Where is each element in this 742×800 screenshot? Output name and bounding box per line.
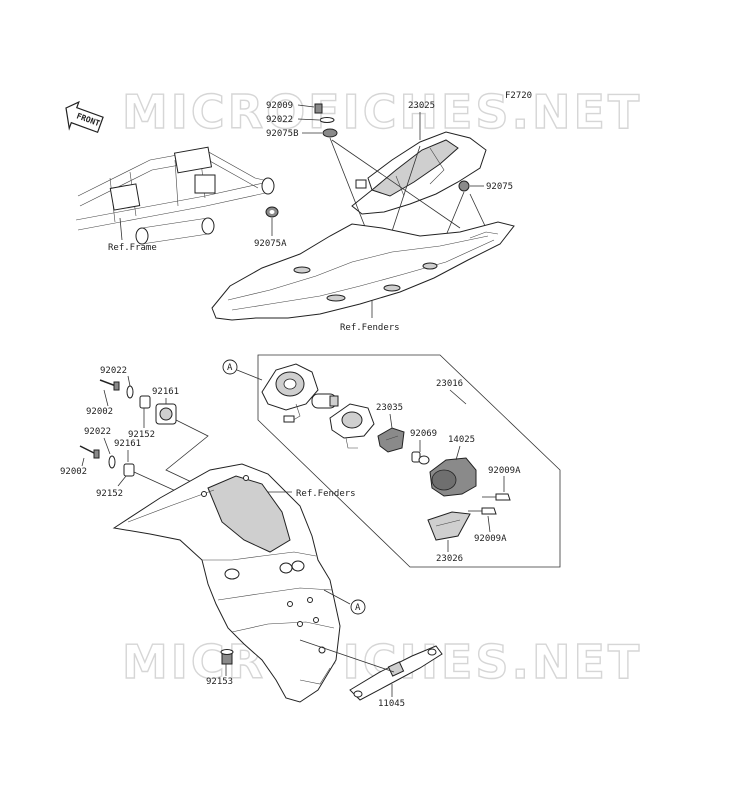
part-92022-b: 92022	[84, 427, 111, 437]
washer-92022-b	[108, 455, 116, 469]
part-92161-b: 92161	[114, 439, 141, 449]
part-92009: 92009	[266, 101, 293, 111]
bulb	[311, 393, 339, 409]
bolt-92009	[314, 103, 323, 114]
bolt-92002-b	[79, 445, 100, 459]
ref-fenders-top-label: Ref.Fenders	[340, 323, 400, 333]
figure-code: F2720	[505, 91, 532, 101]
part-92075: 92075	[486, 182, 513, 192]
bulb-92069	[411, 451, 430, 465]
part-92002-b: 92002	[60, 467, 87, 477]
screw-92153	[220, 649, 234, 665]
svg-text:A: A	[355, 603, 361, 613]
screw-92009A-2	[468, 507, 497, 515]
collar-92152-b	[123, 463, 135, 477]
collar-92152-a	[139, 395, 151, 409]
screw-92009A-1	[482, 493, 511, 501]
callout-a-top: A	[222, 359, 238, 375]
watermark-top: MICROFICHES.NET	[122, 85, 642, 139]
damper-92161-a	[155, 403, 177, 425]
part-92022-top: 92022	[266, 115, 293, 125]
part-92022-a: 92022	[100, 366, 127, 376]
ref-frame-label: Ref.Frame	[108, 243, 157, 253]
part-11045: 11045	[378, 699, 405, 709]
grommet-92075B	[322, 128, 338, 138]
part-92069: 92069	[410, 429, 437, 439]
tail-light-housing	[261, 363, 319, 423]
part-92161-a: 92161	[152, 387, 179, 397]
part-92075B: 92075B	[266, 129, 299, 139]
tail-light-group-box	[257, 354, 561, 568]
rear-fender-lower	[112, 463, 341, 703]
ref-fenders-bottom-label: Ref.Fenders	[296, 489, 356, 499]
grommet-92075	[458, 180, 470, 192]
svg-text:A: A	[227, 363, 233, 373]
front-arrow-icon	[65, 100, 104, 134]
part-92002-a: 92002	[86, 407, 113, 417]
plate-23026	[427, 511, 471, 541]
part-23026: 23026	[436, 554, 463, 564]
part-92009A-1: 92009A	[488, 466, 521, 476]
callout-a-bottom: A	[350, 599, 366, 615]
part-92152-a: 92152	[128, 430, 155, 440]
washer-92022-a	[126, 385, 134, 399]
part-92009A-2: 92009A	[474, 534, 507, 544]
license-light-11045	[349, 645, 443, 701]
rear-fender-upper	[211, 221, 515, 321]
part-92075A: 92075A	[254, 239, 287, 249]
seat-cowl-23025	[351, 131, 487, 215]
bracket-23035	[377, 427, 405, 453]
lens-14025	[429, 457, 477, 497]
part-23035: 23035	[376, 403, 403, 413]
grommet-92075A	[265, 206, 279, 218]
part-23025: 23025	[408, 101, 435, 111]
part-92152-b: 92152	[96, 489, 123, 499]
frame-drawing	[75, 146, 275, 245]
part-23016: 23016	[436, 379, 463, 389]
bulb-socket	[329, 403, 375, 449]
part-14025: 14025	[448, 435, 475, 445]
part-92153: 92153	[206, 677, 233, 687]
bolt-92002-a	[99, 379, 120, 391]
washer-92022-top	[319, 117, 335, 123]
